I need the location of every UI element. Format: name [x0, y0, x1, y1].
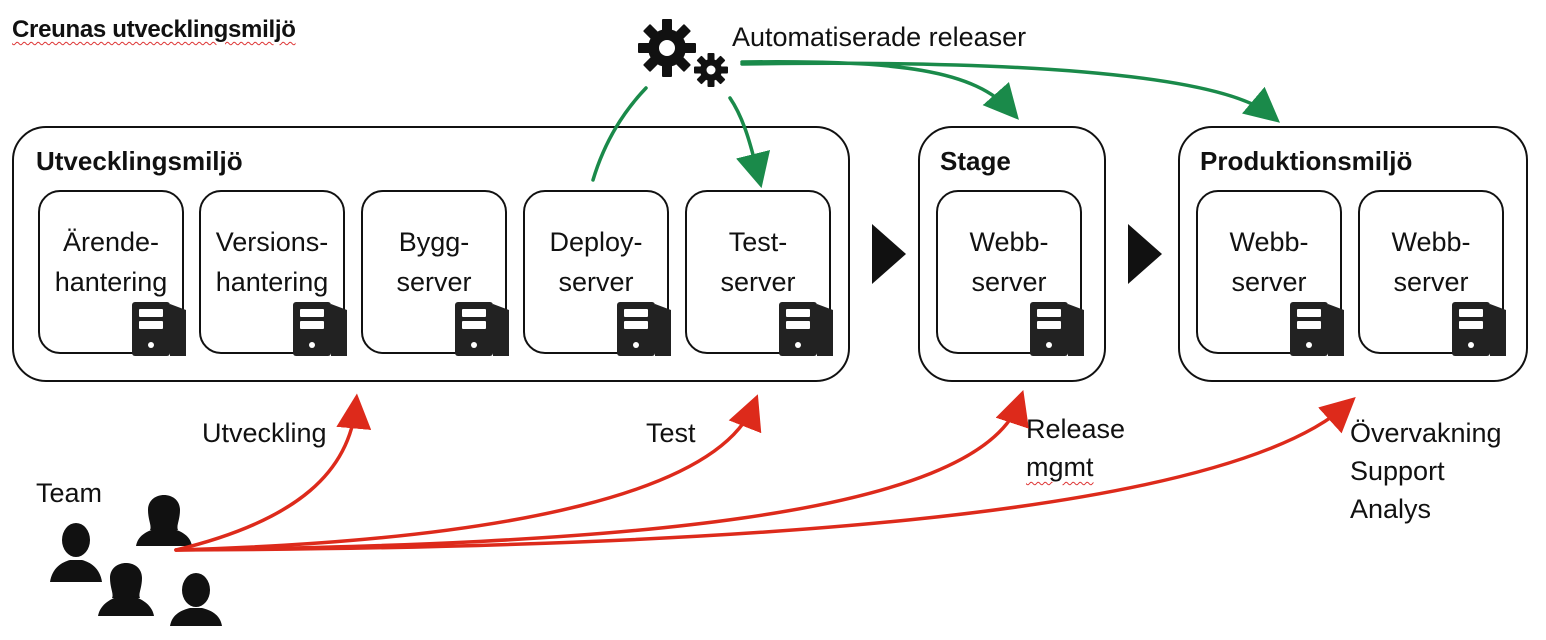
automation-arrow-prod	[740, 61, 1281, 123]
server-label: Webb- server	[969, 227, 1049, 297]
server-label: Webb- server	[1229, 227, 1309, 297]
server-tower-icon	[455, 302, 509, 356]
server-tower-icon	[132, 302, 186, 356]
activity-label-mgmt: mgmt	[1026, 452, 1094, 482]
automation-arrow-stage	[740, 60, 1019, 120]
env-stage-label: Stage	[940, 146, 1011, 176]
team-arrow-operations	[174, 396, 1356, 552]
server-label: Deploy- server	[549, 227, 643, 297]
server-label: Ärende- hantering	[54, 227, 168, 297]
gears-icon	[638, 19, 728, 87]
server-label: Test- server	[720, 227, 796, 297]
play-triangle-icon	[872, 224, 906, 284]
automation-label: Automatiserade releaser	[732, 22, 1027, 52]
server-tower-icon	[617, 302, 671, 356]
team-label: Team	[36, 478, 103, 508]
server-tower-icon	[1030, 302, 1084, 356]
server-box-prod-web-1: Webb- server	[1196, 190, 1342, 354]
activity-label-test: Test	[646, 418, 696, 448]
people-icon	[50, 495, 222, 626]
env-production-label: Produktionsmiljö	[1200, 146, 1413, 176]
activity-label-utveckling: Utveckling	[202, 418, 327, 448]
server-tower-icon	[1452, 302, 1506, 356]
server-box-prod-web-2: Webb- server	[1358, 190, 1504, 354]
play-triangle-icon	[1128, 224, 1162, 284]
server-label: Versions- hantering	[215, 227, 329, 297]
env-development-label: Utvecklingsmiljö	[36, 146, 243, 176]
page-title: Creunas utvecklingsmiljö	[12, 16, 296, 43]
activity-label-operations: Övervakning Support Analys	[1350, 418, 1502, 524]
server-tower-icon	[1290, 302, 1344, 356]
server-box-deploy: Deploy- server	[523, 190, 669, 354]
activity-label-release: Release	[1026, 414, 1126, 444]
server-label: Bygg- server	[396, 227, 472, 297]
server-tower-icon	[293, 302, 347, 356]
server-label: Webb- server	[1391, 227, 1471, 297]
server-tower-icon	[779, 302, 833, 356]
